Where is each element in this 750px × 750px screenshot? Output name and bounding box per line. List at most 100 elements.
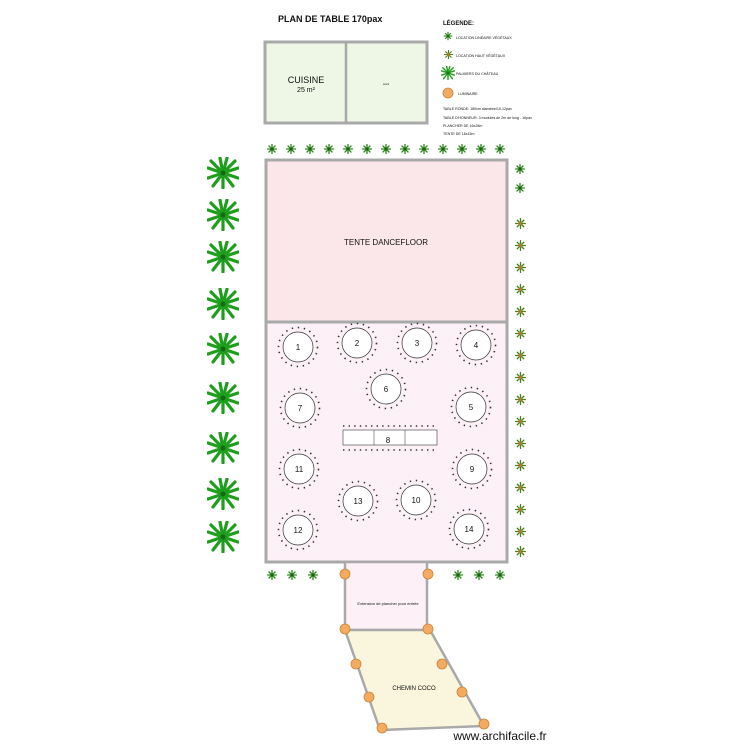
palm-icon [207, 288, 239, 320]
shrub-icon [437, 143, 449, 155]
palm-icon [207, 157, 239, 189]
table-number: 1 [296, 343, 301, 352]
table-number: 3 [415, 339, 420, 348]
table-number: 8 [386, 436, 391, 445]
light-icon [456, 686, 468, 698]
legend-note: TENTE DE 16x15m [443, 132, 475, 136]
round-table[interactable]: 1 [277, 326, 319, 368]
legend-note: TABLE RONDE: 180cm diamètre/10-12pax [443, 107, 512, 111]
tall-plant-icon [514, 459, 527, 472]
shrub-icon [494, 569, 506, 581]
table-number: 10 [412, 496, 421, 505]
round-table[interactable]: 2 [336, 322, 378, 364]
entrance-extension: Extension de plancher pour entrée [343, 560, 429, 632]
tall-plant-icon [514, 305, 527, 318]
shrub-icon [514, 163, 526, 175]
tall-plant-icon [514, 327, 527, 340]
tall-plant-icon [514, 349, 527, 362]
light-icon [363, 691, 375, 703]
tall-plant-icon [514, 371, 527, 384]
palm-icon [441, 66, 455, 80]
shrub-icon [304, 143, 316, 155]
shrub-icon [443, 31, 453, 41]
tent-label: TENTE DANCEFLOOR [344, 238, 428, 247]
table-number: 4 [474, 341, 479, 350]
palm-icon [207, 199, 239, 231]
tall-plant-icon [514, 261, 527, 274]
shrub-icon [342, 143, 354, 155]
table-number: 14 [465, 525, 474, 534]
light-icon [436, 658, 448, 670]
coconut-path: CHEMIN COCO [343, 628, 487, 732]
legend-item-label: LUMINAIRE [458, 92, 478, 96]
round-table[interactable]: 3 [396, 322, 438, 364]
tall-plant-icon [514, 437, 527, 450]
round-table[interactable]: 10 [395, 479, 437, 521]
table-number: 2 [355, 339, 360, 348]
legend-heading: LÉGENDE: [443, 19, 474, 27]
tall-plant-icon [514, 217, 527, 230]
table-number: 7 [298, 404, 303, 413]
round-table[interactable]: 11 [278, 448, 320, 490]
shrub-icon [266, 569, 278, 581]
legend: LÉGENDE: LOCATION LINÉAIRE VÉGÉTAUX LOCA… [441, 19, 532, 136]
table-number: 5 [469, 403, 474, 412]
light-icon [422, 568, 434, 580]
palm-icon [207, 333, 239, 365]
table-number: 13 [354, 497, 363, 506]
tall-plant-icon [514, 525, 527, 538]
tall-plant-icon [514, 545, 527, 558]
palm-icon [207, 521, 239, 553]
kitchen-area: 25 m² [297, 87, 316, 94]
shrub-icon [361, 143, 373, 155]
shrub-icon [473, 569, 485, 581]
table-number: 9 [470, 465, 475, 474]
palm-icon [207, 478, 239, 510]
legend-note: PLANCHER DE 16x28m [443, 124, 482, 128]
legend-note: TABLE D'HONNEUR: 3 modules de 2m de long… [443, 116, 532, 120]
light-icon [442, 87, 454, 99]
head-table[interactable]: 8 [342, 425, 438, 451]
tall-plant-icon [443, 49, 454, 60]
shrub-icon [399, 143, 411, 155]
light-icon [339, 568, 351, 580]
tall-plant-icon [514, 239, 527, 252]
round-table[interactable]: 7 [279, 387, 321, 429]
tent-dancefloor: TENTE DANCEFLOOR [264, 158, 509, 324]
extension-label: Extension de plancher pour entrée [357, 601, 419, 606]
light-icon [422, 623, 434, 635]
round-table[interactable]: 9 [451, 448, 493, 490]
tall-plant-icon [514, 283, 527, 296]
path-label: CHEMIN COCO [392, 686, 436, 692]
palm-icon [207, 432, 239, 464]
kitchen-room: CUISINE 25 m² stock [263, 40, 429, 125]
shrub-icon [494, 143, 506, 155]
watermark: www.archifacile.fr [452, 729, 546, 743]
round-table[interactable]: 4 [455, 324, 497, 366]
plan-title: PLAN DE TABLE 170pax [278, 14, 382, 24]
table-number: 6 [384, 385, 389, 394]
lights [339, 568, 490, 734]
shrub-icon [307, 569, 319, 581]
round-table[interactable]: 12 [277, 509, 319, 551]
tall-plant-icon [514, 415, 527, 428]
legend-item-label: PALMIERS DU CHÂTEAU [456, 72, 499, 76]
shrub-icon [456, 143, 468, 155]
palm-icon [207, 382, 239, 414]
shrub-icon [418, 143, 430, 155]
round-table[interactable]: 14 [448, 508, 490, 550]
palm-icon [207, 241, 239, 273]
shrub-icon [285, 143, 297, 155]
table-number: 11 [295, 465, 304, 474]
storage-label: stock [383, 82, 390, 86]
round-table[interactable]: 13 [337, 480, 379, 522]
shrub-icon [323, 143, 335, 155]
round-table[interactable]: 6 [365, 368, 407, 410]
shrub-icon [475, 143, 487, 155]
tall-plant-icon [514, 503, 527, 516]
shrub-icon [380, 143, 392, 155]
shrub-icon [266, 143, 278, 155]
legend-item-label: LOCATION LINÉAIRE VÉGÉTAUX [456, 35, 512, 40]
round-table[interactable]: 5 [450, 386, 492, 428]
